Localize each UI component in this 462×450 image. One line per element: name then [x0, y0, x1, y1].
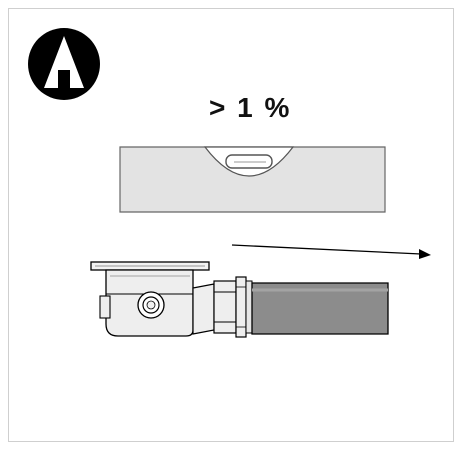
- floor-drain-icon: [90, 261, 253, 338]
- flow-direction-arrow-icon: [231, 244, 431, 259]
- drain-pipe-icon: [251, 282, 389, 335]
- spirit-level-icon: [119, 146, 386, 213]
- attention-symbol-icon: [28, 28, 100, 100]
- slope-label: > 1 %: [209, 92, 292, 123]
